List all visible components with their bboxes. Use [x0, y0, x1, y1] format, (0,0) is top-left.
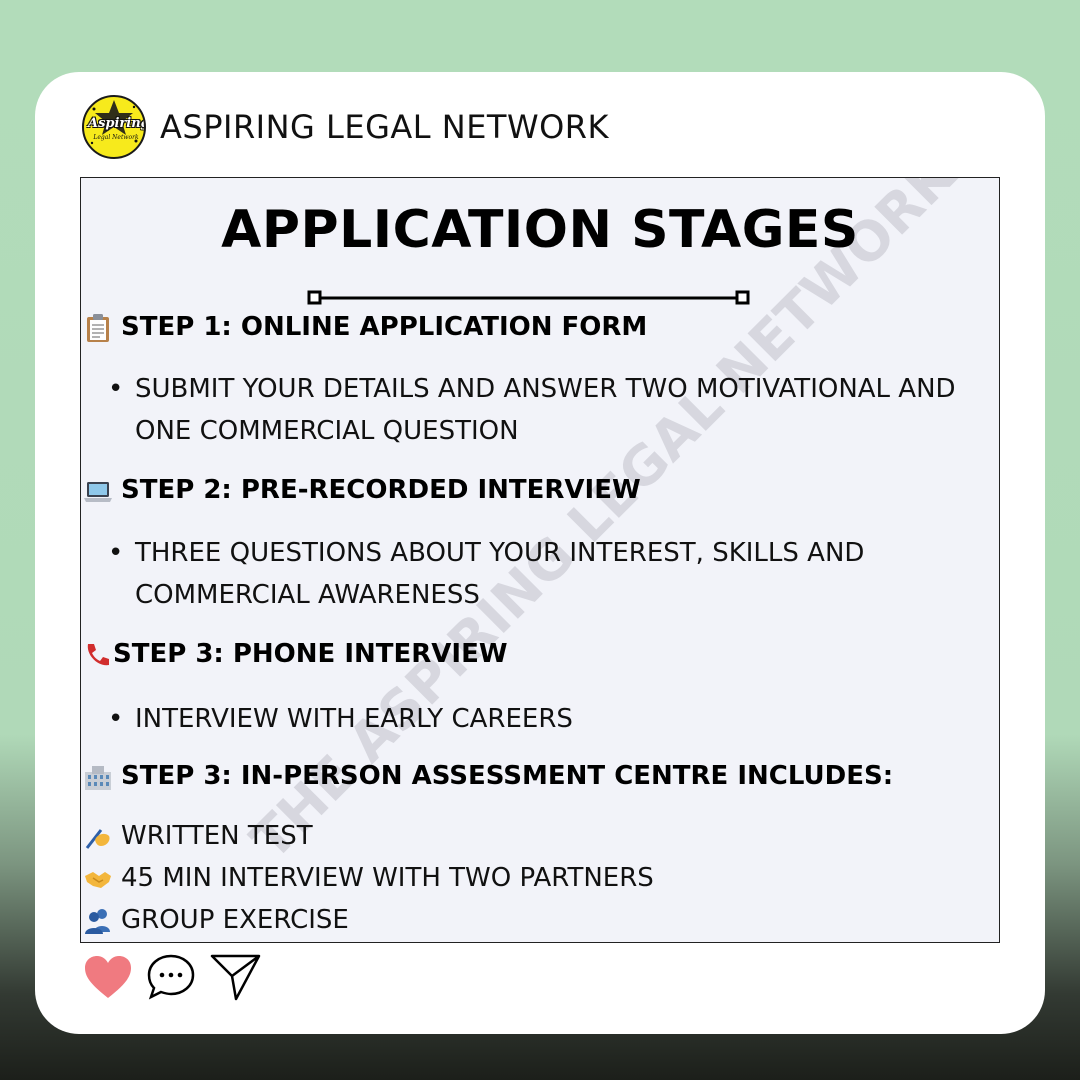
logo-text: Aspiring [88, 116, 146, 131]
step-2-label: STEP 2: PRE-RECORDED INTERVIEW [121, 475, 641, 505]
bullet-dot: • [108, 374, 124, 404]
post-header: Aspiring Legal Network ASPIRING LEGAL NE… [82, 94, 609, 160]
step-3-bullet-text: INTERVIEW WITH EARLY CAREERS [135, 704, 573, 734]
step-2-bullet: • THREE QUESTIONS ABOUT YOUR INTEREST, S… [108, 532, 968, 616]
bullet-dot: • [108, 538, 124, 568]
title-divider [307, 290, 750, 305]
assessment-item-interview: 45 MIN INTERVIEW WITH TWO PARTNERS [83, 863, 654, 893]
step-1-heading: STEP 1: ONLINE APPLICATION FORM [83, 312, 647, 342]
page-title: APPLICATION STAGES [221, 200, 859, 260]
step-1-bullet-text: SUBMIT YOUR DETAILS AND ANSWER TWO MOTIV… [135, 374, 956, 446]
heart-icon[interactable] [83, 954, 133, 1005]
people-icon [83, 906, 115, 934]
clipboard-icon [83, 313, 115, 342]
account-name[interactable]: ASPIRING LEGAL NETWORK [160, 108, 609, 146]
step-1-label: STEP 1: ONLINE APPLICATION FORM [121, 312, 648, 342]
building-icon [83, 762, 115, 790]
assessment-item-label: WRITTEN TEST [121, 821, 313, 851]
post-image: THE ASPIRING LEGAL NETWORK APPLICATION S… [80, 177, 1000, 943]
phone-icon [83, 640, 111, 668]
step-1-bullet: • SUBMIT YOUR DETAILS AND ANSWER TWO MOT… [108, 368, 968, 452]
step-3-label: STEP 3: PHONE INTERVIEW [113, 639, 508, 669]
assessment-item-group-exercise: GROUP EXERCISE [83, 905, 349, 935]
writing-hand-icon [83, 822, 115, 850]
assessment-item-label: GROUP EXERCISE [121, 905, 349, 935]
step-4-heading: STEP 3: IN-PERSON ASSESSMENT CENTRE INCL… [83, 761, 893, 791]
assessment-item-label: 45 MIN INTERVIEW WITH TWO PARTNERS [121, 863, 654, 893]
action-bar [83, 952, 275, 1007]
step-2-bullet-text: THREE QUESTIONS ABOUT YOUR INTEREST, SKI… [135, 538, 865, 610]
handshake-icon [83, 864, 115, 892]
assessment-item-written-test: WRITTEN TEST [83, 821, 313, 851]
step-2-heading: STEP 2: PRE-RECORDED INTERVIEW [83, 475, 641, 505]
post-card: Aspiring Legal Network ASPIRING LEGAL NE… [35, 72, 1045, 1034]
logo-subtext: Legal Network [93, 134, 139, 141]
comment-icon[interactable] [145, 952, 197, 1007]
step-3-bullet: • INTERVIEW WITH EARLY CAREERS [108, 698, 968, 740]
bullet-dot: • [108, 704, 124, 734]
step-4-label: STEP 3: IN-PERSON ASSESSMENT CENTRE INCL… [121, 761, 894, 791]
share-icon[interactable] [209, 952, 263, 1007]
brand-logo[interactable]: Aspiring Legal Network [82, 95, 146, 159]
step-3-heading: STEP 3: PHONE INTERVIEW [83, 639, 508, 669]
laptop-icon [83, 476, 115, 504]
